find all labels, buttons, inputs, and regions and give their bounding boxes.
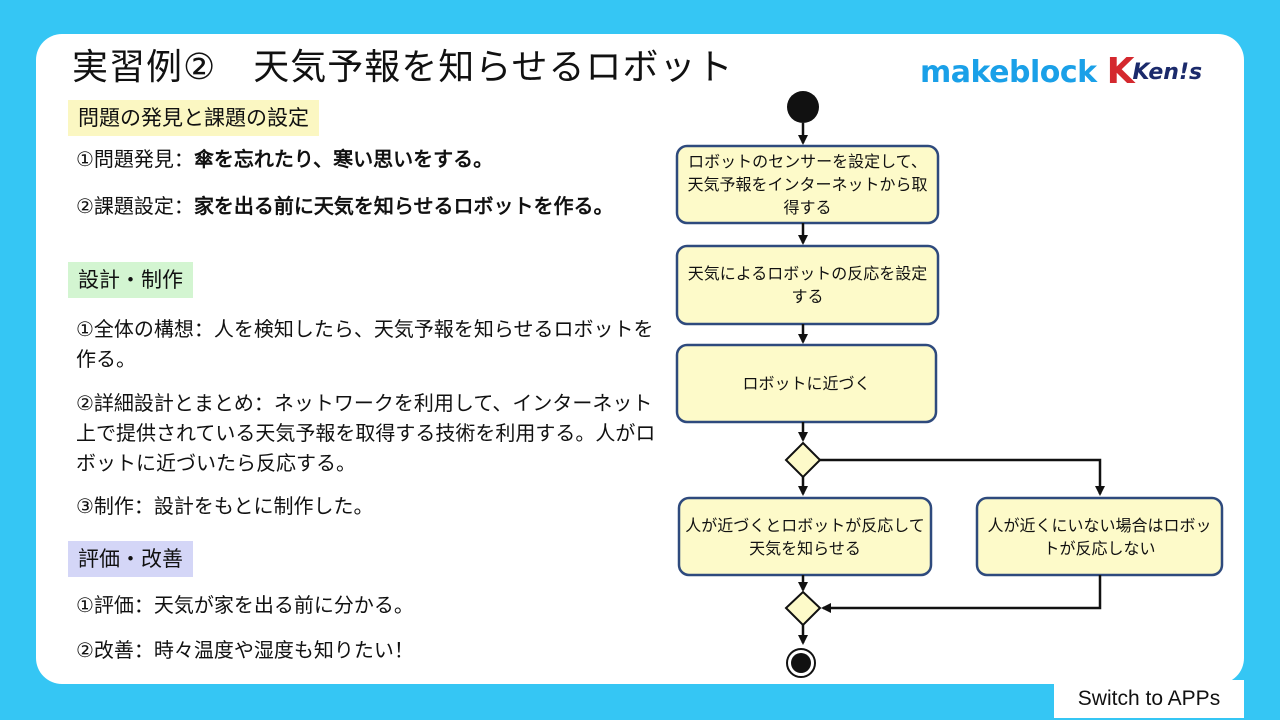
step2-text: 天気によるロボットの反応を設定する bbox=[687, 264, 928, 306]
merge-diamond bbox=[784, 590, 822, 627]
makeblock-logo: makeblock bbox=[920, 54, 1097, 90]
step1-text: ロボットのセンサーを設定して、天気予報をインターネットから取得する bbox=[687, 152, 928, 217]
partner-logos: makeblock K Ken!s bbox=[920, 50, 1202, 94]
design-item-2: ②詳細設計とまとめ：ネットワークを利用して、インターネット上で提供されている天気… bbox=[76, 391, 656, 475]
step1-box bbox=[675, 144, 940, 225]
evaluation-item-2: ②改善：時々温度や湿度も知りたい！ bbox=[76, 638, 414, 662]
problem-item-2-text: 家を出る前に天気を知らせるロボットを作る。 bbox=[193, 194, 614, 218]
start-node bbox=[787, 91, 819, 123]
section-heading-evaluation: 評価・改善 bbox=[68, 541, 193, 577]
step3-box bbox=[675, 343, 938, 424]
problem-item-2: ②課題設定：家を出る前に天気を知らせるロボットを作る。 bbox=[76, 191, 651, 221]
decision-diamond bbox=[784, 441, 822, 479]
evaluation-item-1: ①評価：天気が家を出る前に分かる。 bbox=[76, 593, 414, 617]
problem-item-1: ①問題発見：傘を忘れたり、寒い思いをする。 bbox=[76, 144, 656, 174]
problem-item-1-text: 傘を忘れたり、寒い思いをする。 bbox=[193, 147, 494, 171]
slide-title: 実習例② 天気予報を知らせるロボット bbox=[72, 47, 734, 88]
switch-to-apps-button[interactable]: Switch to APPs bbox=[1054, 680, 1244, 718]
design-item-3: ③制作：設計をもとに制作した。 bbox=[76, 494, 374, 518]
section-heading-design: 設計・制作 bbox=[68, 262, 193, 298]
design-item-1: ①全体の構想：人を検知したら、天気予報を知らせるロボットを作る。 bbox=[76, 317, 654, 371]
step3-text: ロボットに近づく bbox=[742, 374, 871, 393]
arrow-no-merge bbox=[821, 575, 1102, 613]
problem-item-1-label: ①問題発見： bbox=[76, 147, 194, 171]
no-branch-text: 人が近くにいない場合はロボットが反応しない bbox=[987, 515, 1212, 558]
yes-branch-box bbox=[677, 496, 933, 577]
problem-item-2-label: ②課題設定： bbox=[76, 194, 194, 218]
step2-box bbox=[675, 244, 940, 326]
yes-branch-text: 人が近づくとロボットが反応して天気を知らせる bbox=[685, 515, 925, 558]
arrow-decision-no bbox=[820, 458, 1105, 496]
kenis-logo-text: Ken!s bbox=[1132, 59, 1203, 85]
end-node-inner bbox=[791, 653, 811, 673]
kenis-logo-mark: K bbox=[1106, 51, 1135, 92]
section-heading-problem: 問題の発見と課題の設定 bbox=[68, 100, 319, 136]
